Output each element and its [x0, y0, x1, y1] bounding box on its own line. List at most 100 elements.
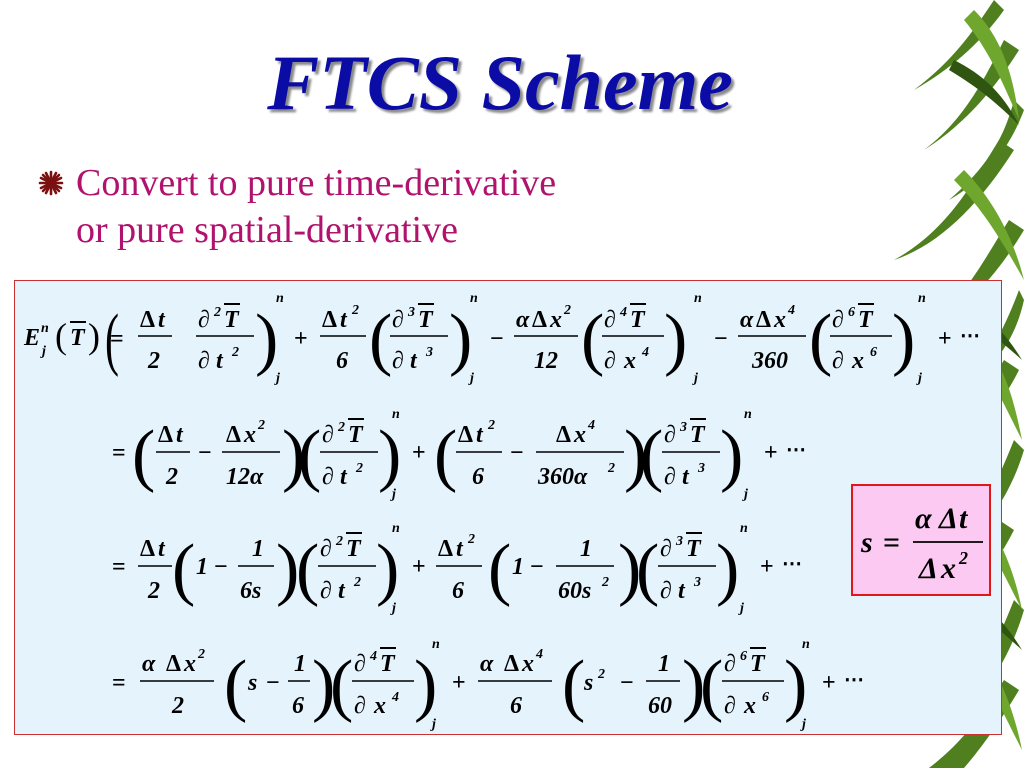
svg-text:∂: ∂ [354, 693, 366, 719]
svg-text:(: ( [172, 531, 195, 608]
svg-text:): ) [784, 647, 807, 724]
svg-text:T: T [858, 307, 874, 333]
svg-text:⋯: ⋯ [844, 669, 864, 691]
svg-text:∂: ∂ [320, 536, 332, 562]
svg-text:∂: ∂ [322, 422, 334, 448]
svg-text:t: t [410, 348, 418, 374]
svg-text:j: j [916, 371, 922, 386]
svg-text:6: 6 [292, 693, 304, 719]
svg-text:(: ( [562, 647, 585, 724]
svg-text:(: ( [330, 647, 353, 724]
svg-text:): ) [624, 417, 647, 494]
svg-text:2: 2 [353, 575, 361, 590]
svg-text:∂: ∂ [604, 348, 616, 374]
svg-text:t: t [456, 536, 464, 562]
asterisk-bullet-icon [38, 170, 64, 196]
bullet-line-2: or pure spatial-derivative [76, 209, 458, 251]
svg-text:s: s [860, 526, 873, 559]
svg-text:E: E [23, 325, 40, 351]
svg-text:∂: ∂ [198, 348, 210, 374]
svg-text:1: 1 [196, 554, 208, 580]
svg-text:2: 2 [607, 461, 615, 476]
svg-text:6: 6 [472, 464, 484, 490]
svg-text:(: ( [434, 417, 457, 494]
svg-text:x: x [743, 693, 756, 719]
svg-text:6: 6 [848, 305, 855, 320]
svg-text:j: j [800, 717, 806, 732]
svg-text:6: 6 [510, 693, 522, 719]
svg-text:n: n [802, 637, 810, 652]
svg-text:+: + [294, 326, 308, 352]
svg-text:(: ( [700, 647, 723, 724]
svg-text:3: 3 [675, 534, 683, 549]
svg-text:n: n [41, 321, 49, 336]
svg-text:12: 12 [534, 348, 558, 374]
svg-text:3: 3 [407, 305, 415, 320]
svg-text:): ) [88, 316, 100, 356]
svg-text:t: t [340, 464, 348, 490]
svg-text:(: ( [636, 531, 659, 608]
svg-text:3: 3 [693, 575, 701, 590]
svg-text:n: n [392, 521, 400, 536]
svg-text:∂: ∂ [832, 348, 844, 374]
svg-text:4: 4 [619, 305, 627, 320]
svg-text:=: = [112, 670, 126, 696]
svg-text:=: = [883, 526, 900, 559]
svg-text:Δ: Δ [556, 422, 571, 448]
svg-text:2: 2 [601, 575, 609, 590]
svg-text:x: x [373, 693, 386, 719]
svg-text:x: x [851, 348, 864, 374]
svg-text:6: 6 [740, 649, 747, 664]
svg-text:T: T [70, 325, 86, 351]
svg-text:∂: ∂ [392, 307, 404, 333]
svg-text:+: + [764, 440, 778, 466]
svg-text:(: ( [55, 316, 67, 356]
svg-text:⋯: ⋯ [782, 553, 802, 575]
svg-text:2: 2 [563, 303, 571, 318]
svg-text:): ) [618, 531, 641, 608]
svg-text:Δ: Δ [226, 422, 241, 448]
svg-text:4: 4 [535, 647, 543, 662]
svg-text:s: s [583, 670, 593, 696]
svg-text:∂: ∂ [660, 536, 672, 562]
svg-text:1: 1 [252, 536, 264, 562]
svg-text:t: t [176, 422, 184, 448]
svg-text:60s: 60s [558, 578, 591, 604]
svg-text:x: x [573, 422, 586, 448]
svg-text:3: 3 [425, 345, 433, 360]
svg-text:2: 2 [213, 305, 221, 320]
svg-text:j: j [430, 717, 436, 732]
svg-text:6: 6 [870, 345, 877, 360]
svg-text:Δ: Δ [438, 536, 453, 562]
svg-text:2: 2 [335, 534, 343, 549]
svg-text:T: T [690, 422, 706, 448]
svg-text:+: + [452, 670, 466, 696]
svg-text:x: x [940, 552, 956, 585]
svg-text:t: t [340, 307, 348, 333]
svg-text:2: 2 [165, 464, 178, 490]
svg-text:n: n [918, 291, 926, 306]
svg-text:∂: ∂ [198, 307, 210, 333]
svg-text:−: − [714, 326, 728, 352]
svg-text:2: 2 [231, 345, 239, 360]
svg-text:n: n [470, 291, 478, 306]
svg-text:): ) [414, 647, 437, 724]
svg-text:): ) [282, 417, 305, 494]
svg-text:j: j [738, 601, 744, 616]
svg-text:−: − [510, 440, 524, 466]
svg-text:(: ( [298, 417, 321, 494]
svg-text:2: 2 [958, 548, 968, 568]
svg-text:∂: ∂ [660, 578, 672, 604]
slide-title: FTCS Scheme [267, 39, 733, 126]
svg-text:Δ: Δ [938, 502, 958, 535]
svg-text:2: 2 [147, 348, 160, 374]
svg-text:∂: ∂ [604, 307, 616, 333]
svg-text:Δ: Δ [918, 552, 938, 585]
svg-text:Δ: Δ [458, 422, 473, 448]
svg-text:n: n [744, 407, 752, 422]
svg-text:x: x [521, 651, 534, 677]
svg-text:6s: 6s [240, 578, 261, 604]
svg-text:t: t [216, 348, 224, 374]
